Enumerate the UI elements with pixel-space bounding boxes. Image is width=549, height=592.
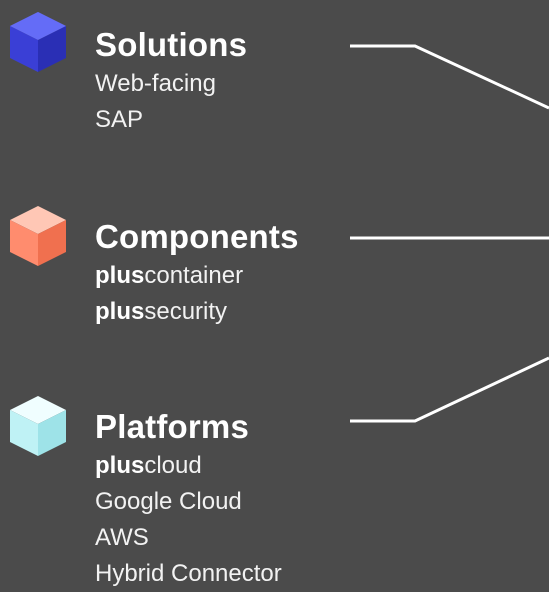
components-list: pluscontainer plussecurity <box>95 258 243 330</box>
cube-left-face <box>10 26 38 72</box>
list-item: Google Cloud <box>95 484 282 520</box>
item-text: cloud <box>144 452 202 479</box>
orange-cube-icon <box>10 206 66 266</box>
solutions-connector <box>350 44 549 110</box>
list-item: pluscloud <box>95 448 282 484</box>
solutions-title: Solutions <box>95 26 248 63</box>
platforms-title: Platforms <box>95 408 250 445</box>
item-text: SAP <box>95 106 144 133</box>
list-item: pluscontainer <box>95 258 243 294</box>
list-item: SAP <box>95 102 216 138</box>
platforms-connector <box>350 356 549 423</box>
item-text: Web-facing <box>95 70 216 97</box>
cube-right-face <box>38 26 66 72</box>
list-item: AWS <box>95 520 282 556</box>
item-bold-prefix: plus <box>95 262 145 289</box>
cube-left-face <box>10 220 38 266</box>
platforms-list: pluscloud Google Cloud AWS Hybrid Connec… <box>95 448 282 592</box>
cube-right-face <box>38 410 66 456</box>
cyan-cube-icon <box>10 396 66 456</box>
cube-left-face <box>10 410 38 456</box>
list-item: plussecurity <box>95 294 243 330</box>
item-bold-prefix: plus <box>95 452 145 479</box>
cube-right-face <box>38 220 66 266</box>
blue-cube-icon <box>10 12 66 72</box>
solutions-list: Web-facing SAP <box>95 66 216 138</box>
item-text: container <box>144 262 244 289</box>
components-title: Components <box>95 218 299 255</box>
item-bold-prefix: plus <box>95 298 145 325</box>
item-text: Hybrid Connector <box>95 560 282 587</box>
item-text: Google Cloud <box>95 488 242 515</box>
list-item: Hybrid Connector <box>95 556 282 592</box>
item-text: security <box>144 298 228 325</box>
cube-highlight <box>10 12 66 40</box>
list-item: Web-facing <box>95 66 216 102</box>
item-text: AWS <box>95 524 149 551</box>
